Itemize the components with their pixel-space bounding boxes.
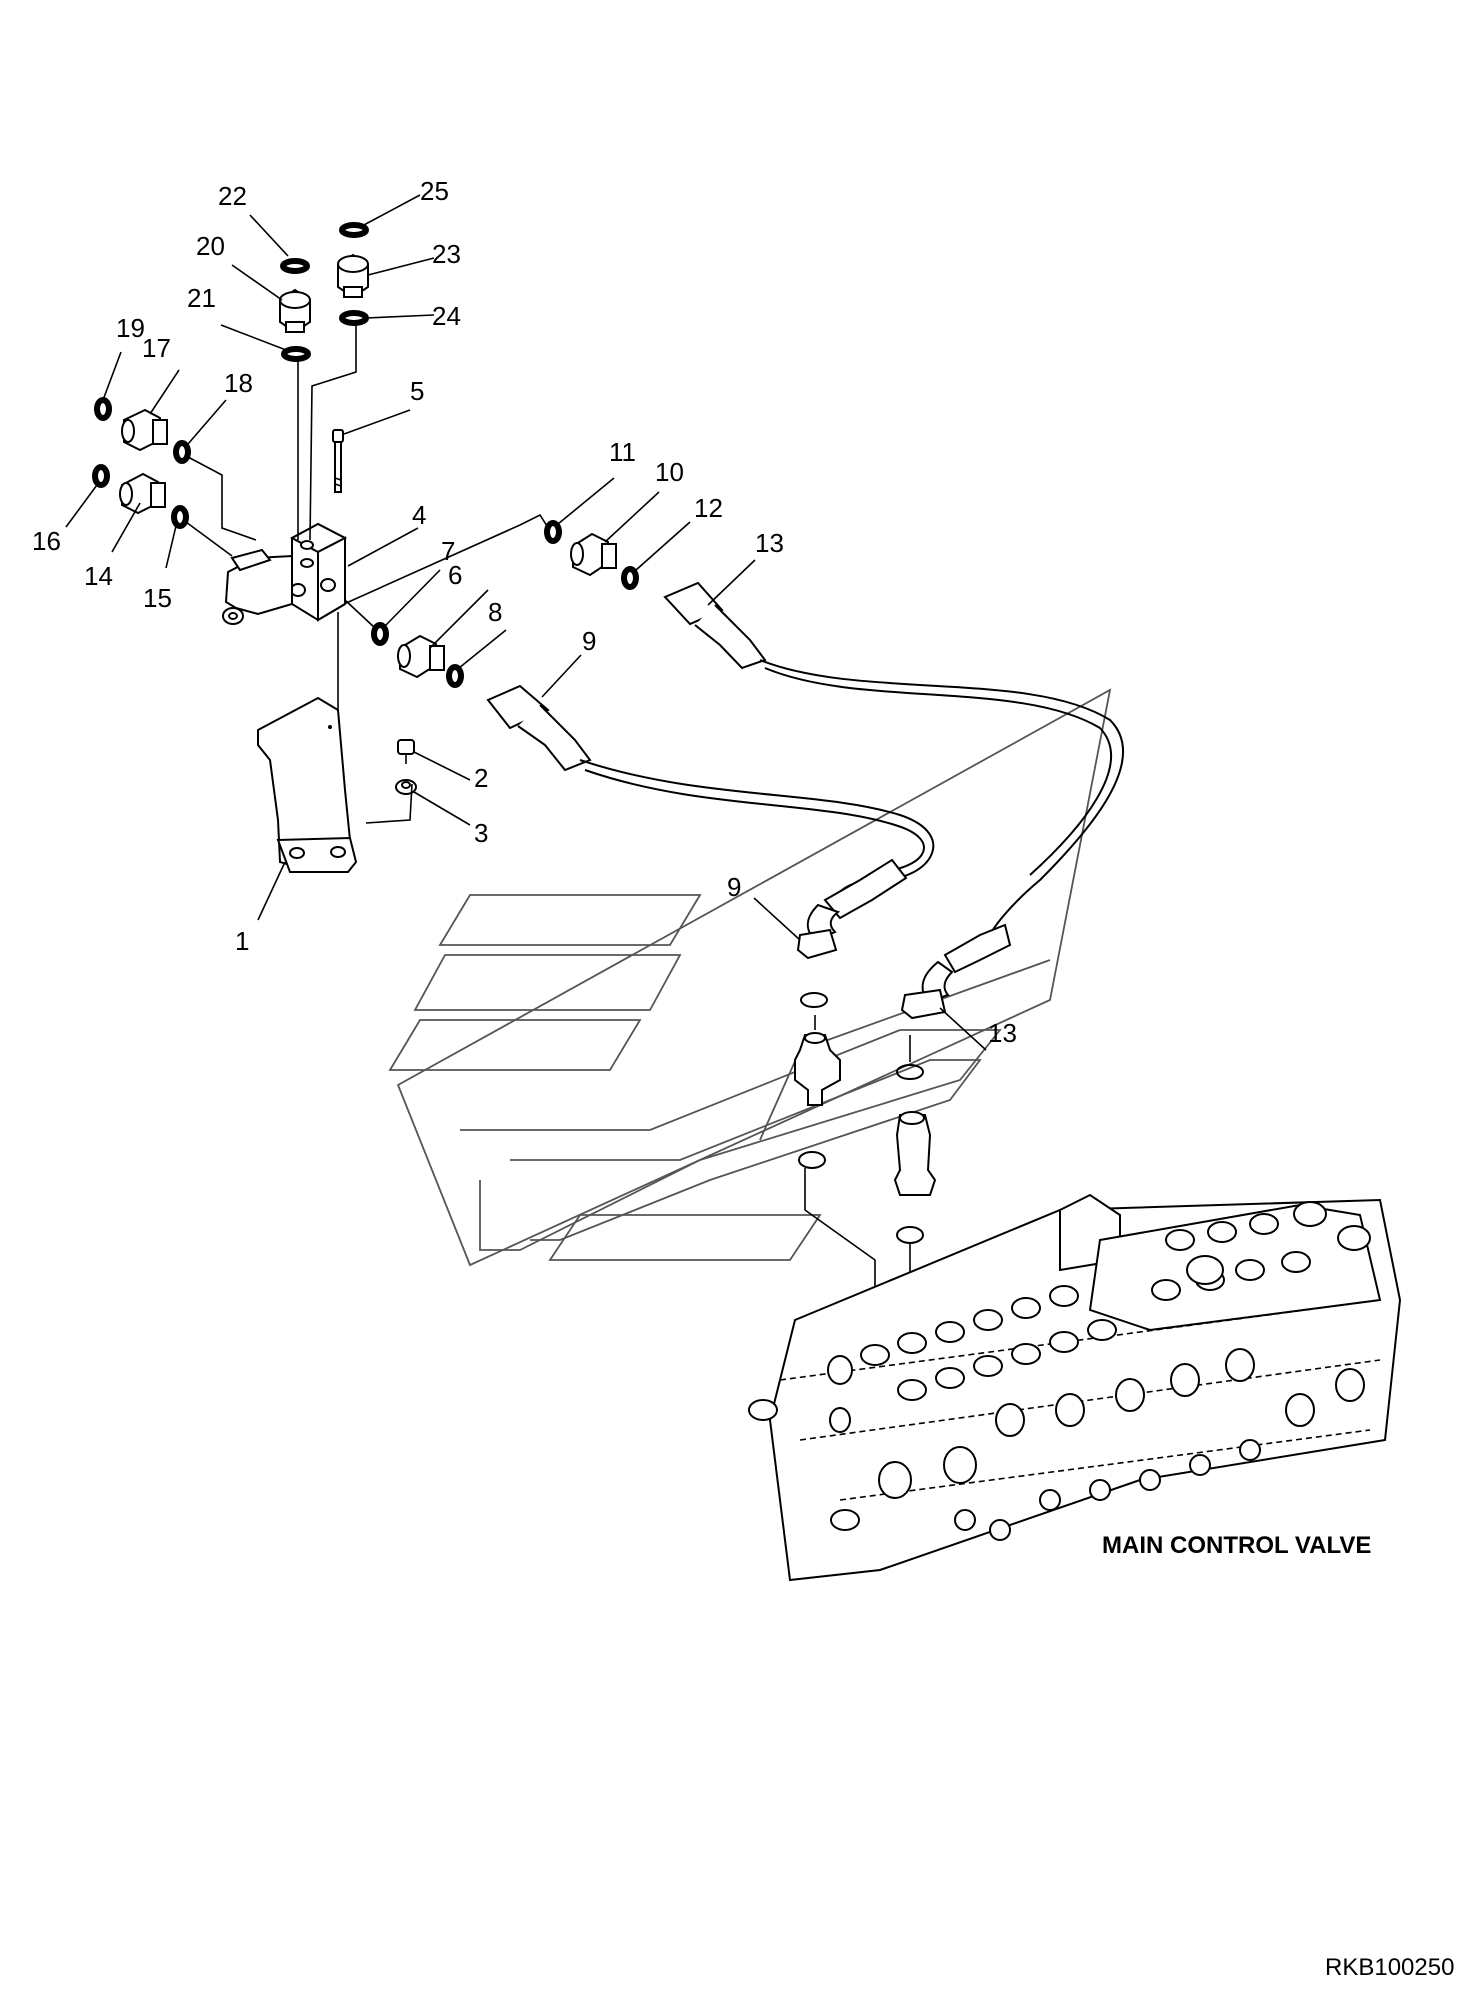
fitting-10: [570, 532, 617, 577]
o-ring-16: [92, 464, 110, 488]
bolt: [397, 739, 415, 764]
fitting-20: [279, 288, 311, 334]
callout-13a: 13: [755, 528, 784, 558]
callout-20: 20: [196, 231, 225, 261]
washer: [395, 779, 417, 795]
callout-11: 11: [609, 437, 636, 467]
callout-9b: 9: [727, 872, 741, 902]
hose-9: [486, 684, 935, 960]
callout-25: 25: [420, 176, 449, 206]
adapter-left: [794, 1032, 841, 1106]
o-ring-15: [171, 505, 189, 529]
leader-lines: [65, 194, 987, 1051]
callout-17: 17: [142, 333, 171, 363]
callout-16: 16: [32, 526, 61, 556]
fitting-17: [121, 408, 168, 452]
callout-5: 5: [410, 376, 424, 406]
o-ring-21: [281, 346, 311, 362]
o-ring-7: [371, 622, 389, 646]
callout-19: 19: [116, 313, 145, 343]
callout-7: 7: [441, 536, 455, 566]
callout-10: 10: [655, 457, 684, 487]
watermark-logo: [388, 688, 1112, 1267]
callout-9a: 9: [582, 626, 596, 656]
callout-18: 18: [224, 368, 253, 398]
callout-2: 2: [474, 763, 488, 793]
callout-1: 1: [235, 926, 249, 956]
callout-23: 23: [432, 239, 461, 269]
callout-13b: 13: [988, 1018, 1017, 1048]
callout-6: 6: [448, 560, 462, 590]
o-ring-19: [94, 397, 112, 421]
o-ring-lower-right: [896, 1064, 924, 1080]
callout-4: 4: [412, 500, 426, 530]
o-ring-22: [280, 258, 310, 274]
o-ring-lower-left: [800, 992, 828, 1008]
callout-14: 14: [84, 561, 113, 591]
main-control-valve-label: MAIN CONTROL VALVE: [1102, 1532, 1371, 1559]
mcv-ports-top: [860, 1201, 1371, 1401]
o-ring-24: [339, 310, 369, 326]
bracket: [257, 696, 358, 873]
solenoid-valve: [222, 522, 348, 625]
mcv-ports-front: [827, 1348, 1365, 1541]
long-bolt: [332, 429, 344, 493]
mcv-eye-bottom: [830, 1509, 860, 1531]
o-ring-12: [621, 566, 639, 590]
o-ring-11: [544, 520, 562, 544]
callout-3: 3: [474, 818, 488, 848]
fitting-23: [337, 253, 369, 299]
mcv-cap: [1186, 1255, 1224, 1285]
o-ring-25: [339, 222, 369, 238]
callout-24: 24: [432, 301, 461, 331]
mcv-eye-left: [748, 1399, 778, 1421]
drawing-code: RKB100250: [1325, 1954, 1454, 1981]
o-ring-8: [446, 664, 464, 688]
o-ring-mcv-right: [896, 1226, 924, 1244]
hose-13: [663, 581, 1124, 1020]
main-control-valve: [748, 1193, 1402, 1582]
callout-22: 22: [218, 181, 247, 211]
adapter-right: [893, 1111, 937, 1196]
o-ring-18: [173, 440, 191, 464]
callout-15: 15: [143, 583, 172, 613]
callout-21: 21: [187, 283, 216, 313]
fitting-14: [119, 472, 166, 515]
callout-numbers: 1 2 3 4 5 6 7 8 9 9 10 11 12 13 13 14 15…: [32, 176, 1017, 1048]
fitting-6: [397, 634, 445, 679]
callout-8: 8: [488, 597, 502, 627]
o-ring-mcv-left: [798, 1151, 826, 1169]
callout-12: 12: [694, 493, 723, 523]
